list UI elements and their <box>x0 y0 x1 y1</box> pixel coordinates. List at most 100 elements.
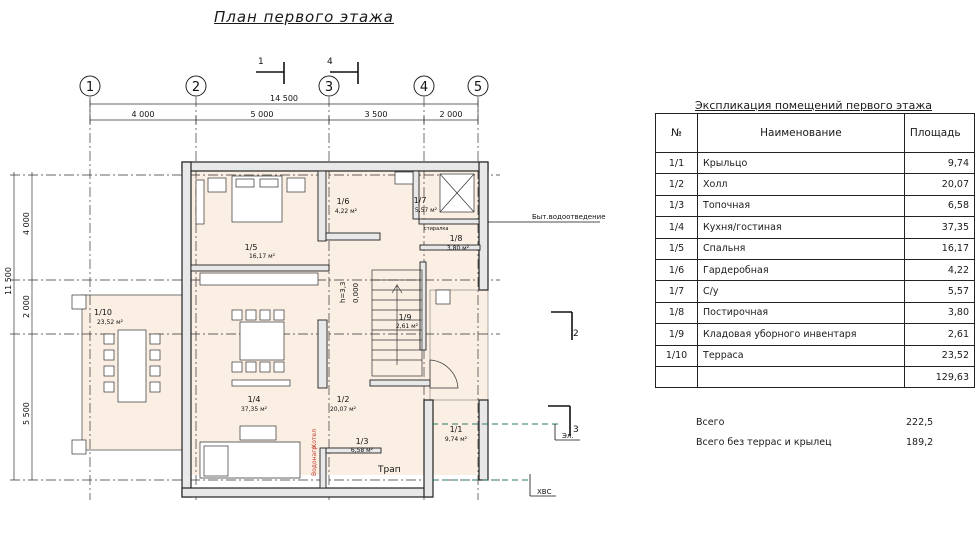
dining-table <box>231 309 291 387</box>
section-3-label: 3 <box>573 425 579 435</box>
room-number-cell: 1/9 <box>654 323 699 346</box>
room-area: 4,22 м² <box>335 208 358 215</box>
sofa <box>199 425 301 479</box>
room-area: 37,35 м² <box>241 406 268 413</box>
electric-label: Эл. <box>562 432 574 440</box>
axis-5-label: 5 <box>474 80 482 95</box>
dim-left-1: 4 000 <box>22 212 31 235</box>
room-name-cell: Постирочная <box>697 301 905 325</box>
sewer-label: Быт.водоотведение <box>532 213 606 221</box>
room-num: 1/6 <box>337 197 350 206</box>
bathroom-fixtures <box>394 171 475 305</box>
bed <box>195 175 306 225</box>
room-area-cell: 6,58 <box>903 194 975 218</box>
room-number-cell: 1/10 <box>654 344 699 367</box>
room-num: 1/1 <box>450 425 463 434</box>
dim-4: 2 000 <box>440 110 463 119</box>
explication-title: Экспликация помещений первого этажа <box>695 99 932 112</box>
room-area: 23,52 м² <box>97 319 124 326</box>
axis-2-label: 2 <box>192 80 200 95</box>
room-num: 1/5 <box>245 243 258 252</box>
axis-4-label: 4 <box>420 80 428 95</box>
ladder-label: Трап <box>377 465 401 475</box>
room-num: 1/2 <box>337 395 350 404</box>
room-num: 1/8 <box>450 234 463 243</box>
dim-left-total: 11 500 <box>4 267 13 295</box>
room-area: 9,74 м² <box>445 436 468 443</box>
leader-lines <box>488 221 600 497</box>
room-num: 1/10 <box>94 308 112 317</box>
room-num: 1/9 <box>399 313 412 322</box>
room-number-cell: 1/4 <box>654 216 699 239</box>
room-name-cell: Топочная <box>697 194 905 218</box>
room-area: 20,07 м² <box>330 406 357 413</box>
room-area-cell: 9,74 <box>903 151 975 175</box>
top-dimensions <box>89 100 479 124</box>
total2-value: 189,2 <box>906 437 934 448</box>
room-num: 1/3 <box>356 437 369 446</box>
col-number-header: № <box>654 113 699 153</box>
room-name-cell: С/у <box>697 280 905 303</box>
room-area-cell: 4,22 <box>903 258 975 282</box>
height-label: h=3,3 <box>339 282 347 303</box>
axis-1-label: 1 <box>86 80 94 95</box>
stairs <box>371 269 423 377</box>
room-area: 5,57 м² <box>415 207 438 214</box>
total2-label: Всего без террас и крылец <box>696 437 832 448</box>
room-area-cell: 16,17 <box>903 237 975 260</box>
room-name-cell: Крыльцо <box>697 151 905 175</box>
dim-left-3: 5 500 <box>22 402 31 425</box>
plan-title: План первого этажа <box>214 8 394 26</box>
dim-1: 4 000 <box>132 110 155 119</box>
room-name-cell: Холл <box>697 173 905 196</box>
col-name-header: Наименование <box>697 113 905 153</box>
dim-total: 14 500 <box>270 94 298 103</box>
subtotal-value: 129,63 <box>903 365 975 389</box>
total-label: Всего <box>696 417 725 428</box>
room-area-cell: 5,57 <box>903 280 975 303</box>
section-4-label: 4 <box>327 57 333 67</box>
water-label: ХВС <box>537 488 552 496</box>
room-number-cell: 1/1 <box>654 151 699 175</box>
room-name-cell: Спальня <box>697 237 905 260</box>
table-header: № Наименование Площадь <box>654 113 975 153</box>
dim-2: 5 000 <box>251 110 274 119</box>
terrace-table <box>71 294 161 455</box>
room-area: 6,58 м² <box>351 447 374 454</box>
entry-door <box>429 359 459 389</box>
room-area: 3,80 м² <box>447 245 470 252</box>
room-number-cell: 1/2 <box>654 173 699 196</box>
room-name-cell: Кладовая уборного инвентаря <box>697 323 905 346</box>
boiler-label: Котел <box>311 429 318 448</box>
room-name-cell: Гардеробная <box>697 258 905 282</box>
section-marks <box>256 62 573 436</box>
total-value: 222,5 <box>906 417 934 428</box>
kitchen-counter <box>199 272 319 286</box>
axis-3-label: 3 <box>325 80 333 95</box>
dim-3: 3 500 <box>365 110 388 119</box>
appliance-label: стиралка <box>424 226 448 232</box>
exterior-walls <box>181 161 489 498</box>
room-number-cell: 1/6 <box>654 258 699 282</box>
level-label: 0,000 <box>352 283 360 303</box>
room-area: 16,17 м² <box>249 253 276 260</box>
floor-plan: 1 2 3 4 5 14 500 4 000 5 000 3 500 2 000… <box>4 57 606 500</box>
room-name-cell: Терраса <box>697 344 905 367</box>
room-area-cell: 20,07 <box>903 173 975 196</box>
room-area-cell: 37,35 <box>903 216 975 239</box>
col-area-header: Площадь <box>903 113 975 153</box>
interior-walls <box>190 170 481 489</box>
room-number-cell: 1/5 <box>654 237 699 260</box>
room-area-cell: 2,61 <box>903 323 975 346</box>
